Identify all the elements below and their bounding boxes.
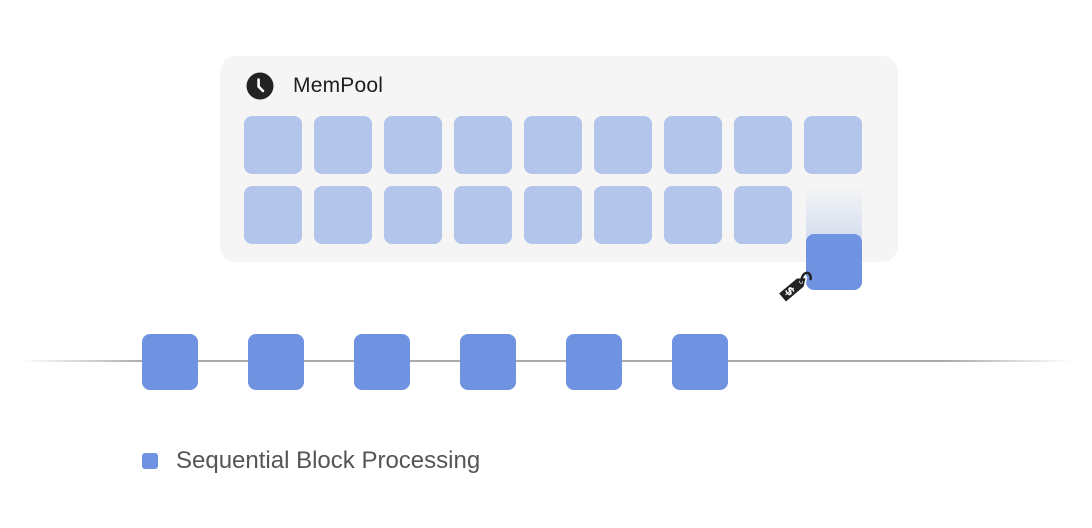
mempool-block <box>734 116 792 174</box>
mempool-block <box>594 116 652 174</box>
chain-block <box>566 334 622 390</box>
mempool-block <box>594 186 652 244</box>
mempool-block <box>244 186 302 244</box>
chain-block <box>354 334 410 390</box>
mempool-block <box>734 186 792 244</box>
mempool-block <box>664 116 722 174</box>
chain-block <box>248 334 304 390</box>
mempool-block <box>524 116 582 174</box>
mempool-block <box>454 186 512 244</box>
mempool-block <box>454 116 512 174</box>
clock-icon <box>246 72 274 100</box>
mempool-block <box>384 116 442 174</box>
chain-block <box>672 334 728 390</box>
chain-block <box>142 334 198 390</box>
mempool-block <box>804 116 862 174</box>
legend-label: Sequential Block Processing <box>176 447 481 474</box>
chain-line <box>20 360 1072 362</box>
mempool-header: MemPool <box>246 72 383 100</box>
selected-transaction-block <box>806 234 862 290</box>
mempool-block <box>244 116 302 174</box>
mempool-block <box>664 186 722 244</box>
mempool-block <box>314 116 372 174</box>
mempool-block <box>524 186 582 244</box>
price-tag-dollar-icon: $ <box>772 264 818 310</box>
legend-swatch <box>142 453 158 469</box>
legend: Sequential Block Processing <box>142 447 480 475</box>
mempool-block <box>384 186 442 244</box>
mempool-title: MemPool <box>293 74 384 97</box>
chain-block <box>460 334 516 390</box>
mempool-block <box>314 186 372 244</box>
